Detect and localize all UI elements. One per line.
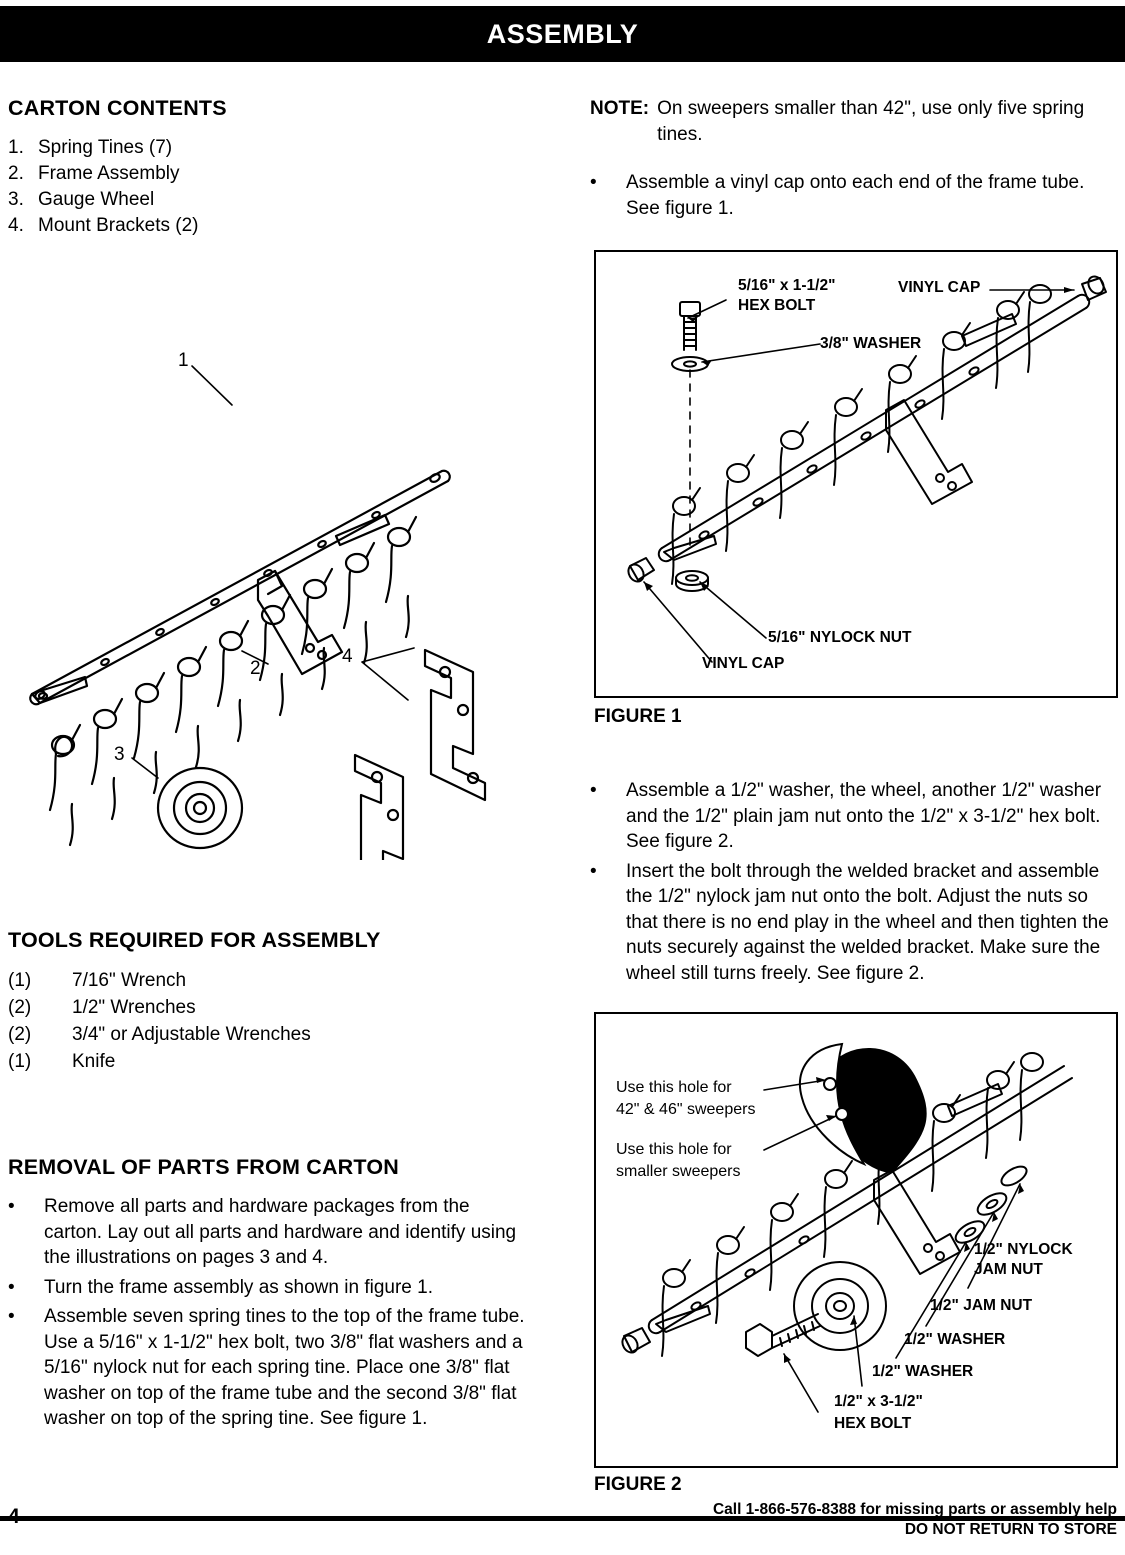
bullet-text: Assemble a 1/2" washer, the wheel, anoth… bbox=[626, 780, 1102, 852]
list-item: • Remove all parts and hardware packages… bbox=[8, 1194, 528, 1271]
callout-vinyl-cap-top: VINYL CAP bbox=[898, 279, 981, 296]
callout-washer-b: 1/2" WASHER bbox=[872, 1363, 974, 1380]
list-item: 1. Spring Tines (7) bbox=[8, 135, 548, 160]
callout-nylock-jam-line1: 1/2" NYLOCK bbox=[974, 1241, 1073, 1258]
page-header: ASSEMBLY bbox=[0, 6, 1125, 62]
list-item-label: Mount Brackets (2) bbox=[38, 215, 199, 236]
figure-2-caption: FIGURE 2 bbox=[594, 1474, 682, 1495]
bullet-icon: • bbox=[590, 172, 597, 193]
bullet-text: Insert the bolt through the welded brack… bbox=[626, 860, 1109, 984]
diagram-number-1: 1 bbox=[178, 350, 189, 371]
bracket-zoom-callout bbox=[799, 1042, 927, 1174]
list-item-label: Spring Tines (7) bbox=[38, 137, 173, 158]
list-item: • Assemble a 1/2" washer, the wheel, ano… bbox=[590, 778, 1118, 855]
list-item-label: Gauge Wheel bbox=[38, 189, 155, 210]
callout-hole-42-line2: 42" & 46" sweepers bbox=[616, 1101, 756, 1118]
page-number: 4 bbox=[8, 1505, 20, 1528]
right-column: NOTE: On sweepers smaller than 42", use … bbox=[590, 96, 1118, 225]
bullet-text: Remove all parts and hardware packages f… bbox=[44, 1196, 517, 1268]
vinyl-cap-bullets: • Assemble a vinyl cap onto each end of … bbox=[590, 170, 1118, 221]
bullet-text: Assemble a vinyl cap onto each end of th… bbox=[626, 172, 1085, 219]
list-item: • Turn the frame assembly as shown in fi… bbox=[8, 1275, 528, 1301]
callout-hex-bolt-line2: HEX BOLT bbox=[834, 1415, 912, 1432]
bullet-icon: • bbox=[8, 1276, 15, 1298]
tools-heading: TOOLS REQUIRED FOR ASSEMBLY bbox=[8, 928, 381, 952]
tools-list: (1) 7/16" Wrench (2) 1/2" Wrenches (2) 3… bbox=[8, 967, 548, 1075]
bullet-icon: • bbox=[8, 1196, 15, 1217]
callout-jam-nut: 1/2" JAM NUT bbox=[930, 1297, 1033, 1314]
tool-qty: (1) bbox=[8, 1051, 32, 1072]
removal-section: REMOVAL OF PARTS FROM CARTON • Remove al… bbox=[8, 1155, 528, 1436]
callout-hex-bolt-line2: HEX BOLT bbox=[738, 297, 816, 314]
tool-qty: (2) bbox=[8, 1024, 32, 1045]
figure-1-caption: FIGURE 1 bbox=[594, 706, 682, 727]
note-text: On sweepers smaller than 42", use only f… bbox=[657, 98, 1085, 145]
tool-label: Knife bbox=[72, 1051, 116, 1072]
parts-diagram-svg bbox=[29, 365, 487, 860]
tool-label: 3/4" or Adjustable Wrenches bbox=[72, 1024, 311, 1045]
list-item-label: Frame Assembly bbox=[38, 163, 180, 184]
footer-help-line: Call 1-866-576-8388 for missing parts or… bbox=[712, 1501, 1117, 1518]
bullet-text: Assemble seven spring tines to the top o… bbox=[44, 1306, 525, 1429]
callout-nylock-nut: 5/16" NYLOCK NUT bbox=[768, 629, 912, 646]
page-header-title: ASSEMBLY bbox=[486, 18, 639, 49]
bullet-icon: • bbox=[590, 780, 597, 801]
tool-label: 1/2" Wrenches bbox=[72, 997, 196, 1018]
list-item: • Insert the bolt through the welded bra… bbox=[590, 859, 1118, 987]
carton-contents-illustration: 1 2 3 4 bbox=[10, 270, 540, 860]
note-label: NOTE: bbox=[590, 98, 650, 119]
bullet-icon: • bbox=[8, 1306, 15, 1327]
figure-2-svg bbox=[621, 1042, 1073, 1413]
callout-washer: 3/8" WASHER bbox=[820, 335, 922, 352]
wheel-assembly-bullets: • Assemble a 1/2" washer, the wheel, ano… bbox=[590, 778, 1118, 990]
diagram-number-4: 4 bbox=[342, 646, 353, 667]
callout-vinyl-cap-bottom: VINYL CAP bbox=[702, 655, 785, 672]
figure-2-box: Use this hole for 42" & 46" sweepers Use… bbox=[594, 1012, 1118, 1468]
list-item: (1) 7/16" Wrench bbox=[8, 967, 548, 994]
figure-1-box: 5/16" x 1-1/2" HEX BOLT VINYL CAP 3/8" W… bbox=[594, 250, 1118, 698]
tool-qty: (1) bbox=[8, 970, 32, 991]
list-item: (2) 1/2" Wrenches bbox=[8, 994, 548, 1021]
tools-section: TOOLS REQUIRED FOR ASSEMBLY (1) 7/16" Wr… bbox=[8, 928, 548, 1075]
removal-heading: REMOVAL OF PARTS FROM CARTON bbox=[8, 1155, 400, 1179]
callout-hole-small-line1: Use this hole for bbox=[616, 1141, 732, 1158]
list-item-number: 2. bbox=[8, 163, 24, 184]
list-item: (1) Knife bbox=[8, 1048, 548, 1075]
list-item: (2) 3/4" or Adjustable Wrenches bbox=[8, 1021, 548, 1048]
callout-washer-a: 1/2" WASHER bbox=[904, 1331, 1006, 1348]
carton-contents-list: 1. Spring Tines (7) 2. Frame Assembly 3.… bbox=[8, 135, 548, 238]
list-item: • Assemble a vinyl cap onto each end of … bbox=[590, 170, 1118, 221]
callout-hex-bolt-line1: 5/16" x 1-1/2" bbox=[738, 277, 836, 294]
callout-hex-bolt-line1: 1/2" x 3-1/2" bbox=[834, 1393, 923, 1410]
left-column: CARTON CONTENTS 1. Spring Tines (7) 2. F… bbox=[8, 96, 548, 239]
carton-contents-heading: CARTON CONTENTS bbox=[8, 96, 227, 120]
footer-divider bbox=[0, 1516, 1125, 1521]
note-block: NOTE: On sweepers smaller than 42", use … bbox=[590, 96, 1118, 148]
diagram-number-2: 2 bbox=[250, 658, 261, 679]
list-item-number: 1. bbox=[8, 137, 24, 158]
removal-bullets: • Remove all parts and hardware packages… bbox=[8, 1194, 528, 1432]
diagram-number-3: 3 bbox=[114, 744, 125, 765]
bullet-icon: • bbox=[590, 860, 597, 882]
list-item-number: 3. bbox=[8, 189, 24, 210]
list-item: • Assemble seven spring tines to the top… bbox=[8, 1304, 528, 1432]
footer-contact: Call 1-866-576-8388 for missing parts or… bbox=[713, 1500, 1117, 1540]
figure-1-svg bbox=[627, 275, 1107, 663]
footer-return-line: DO NOT RETURN TO STORE bbox=[904, 1521, 1117, 1538]
bullet-text: Turn the frame assembly as shown in figu… bbox=[44, 1276, 433, 1298]
tool-label: 7/16" Wrench bbox=[72, 970, 187, 991]
callout-hole-42-line1: Use this hole for bbox=[616, 1079, 732, 1096]
list-item-number: 4. bbox=[8, 215, 24, 236]
list-item: 4. Mount Brackets (2) bbox=[8, 213, 548, 238]
callout-hole-small-line2: smaller sweepers bbox=[616, 1163, 741, 1180]
tool-qty: (2) bbox=[8, 997, 32, 1018]
list-item: 3. Gauge Wheel bbox=[8, 187, 548, 212]
callout-nylock-jam-line2: JAM NUT bbox=[974, 1261, 1043, 1278]
list-item: 2. Frame Assembly bbox=[8, 161, 548, 186]
